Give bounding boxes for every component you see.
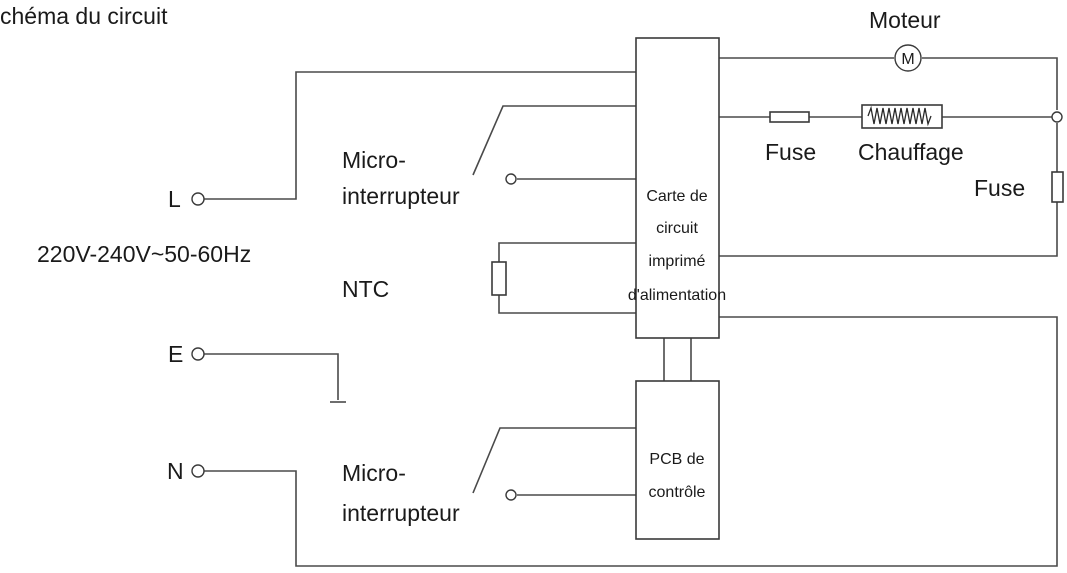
wire-l <box>204 71 636 200</box>
junction-node <box>1051 111 1063 123</box>
power-board-line1: Carte de <box>646 188 707 205</box>
diagram-title: chéma du circuit <box>0 3 168 29</box>
label-motor: Moteur <box>869 7 941 33</box>
control-board-line1: PCB de <box>649 451 704 468</box>
wire-ntc-upper <box>498 242 636 262</box>
terminal-l-icon <box>191 192 205 206</box>
control-board-line2: contrôle <box>649 484 706 501</box>
micro-top-contact <box>505 173 517 185</box>
wire-ntc-lower <box>498 295 636 314</box>
fuse-right-icon <box>1051 171 1064 203</box>
label-fuse-heater: Fuse <box>765 139 816 165</box>
fuse-heater-icon <box>769 111 810 123</box>
wire-micro-top-upper <box>472 105 636 176</box>
wire-neutral <box>204 316 1058 567</box>
label-micro-top-2: interrupteur <box>342 183 460 209</box>
wire-micro-bottom-upper <box>472 427 636 494</box>
motor-icon <box>894 44 922 72</box>
wire-earth <box>204 353 339 400</box>
power-board <box>635 37 720 339</box>
micro-bottom-contact <box>505 489 517 501</box>
heater-coil <box>867 105 932 127</box>
wiring <box>204 57 1058 567</box>
ntc-icon <box>491 261 507 296</box>
label-voltage: 220V-240V~50-60Hz <box>37 241 251 267</box>
terminal-e-icon <box>191 347 205 361</box>
label-micro-top-1: Micro- <box>342 147 406 173</box>
terminal-n-icon <box>191 464 205 478</box>
wire-fuse-return <box>719 202 1058 257</box>
label-micro-bottom-1: Micro- <box>342 460 406 486</box>
power-board-line2: circuit <box>656 220 698 237</box>
board-connector <box>663 338 692 381</box>
label-heater: Chauffage <box>858 139 964 165</box>
power-board-line4: d'alimentation <box>628 287 726 304</box>
label-fuse-right: Fuse <box>974 175 1025 201</box>
label-micro-bottom-2: interrupteur <box>342 500 460 526</box>
motor-symbol: M <box>901 51 914 68</box>
label-terminal-l: L <box>168 186 181 212</box>
power-board-line3: imprimé <box>649 253 706 270</box>
label-terminal-n: N <box>167 458 184 484</box>
control-board <box>635 380 720 540</box>
wire-motor-right <box>922 57 1058 110</box>
label-terminal-e: E <box>168 341 183 367</box>
label-ntc: NTC <box>342 276 389 302</box>
